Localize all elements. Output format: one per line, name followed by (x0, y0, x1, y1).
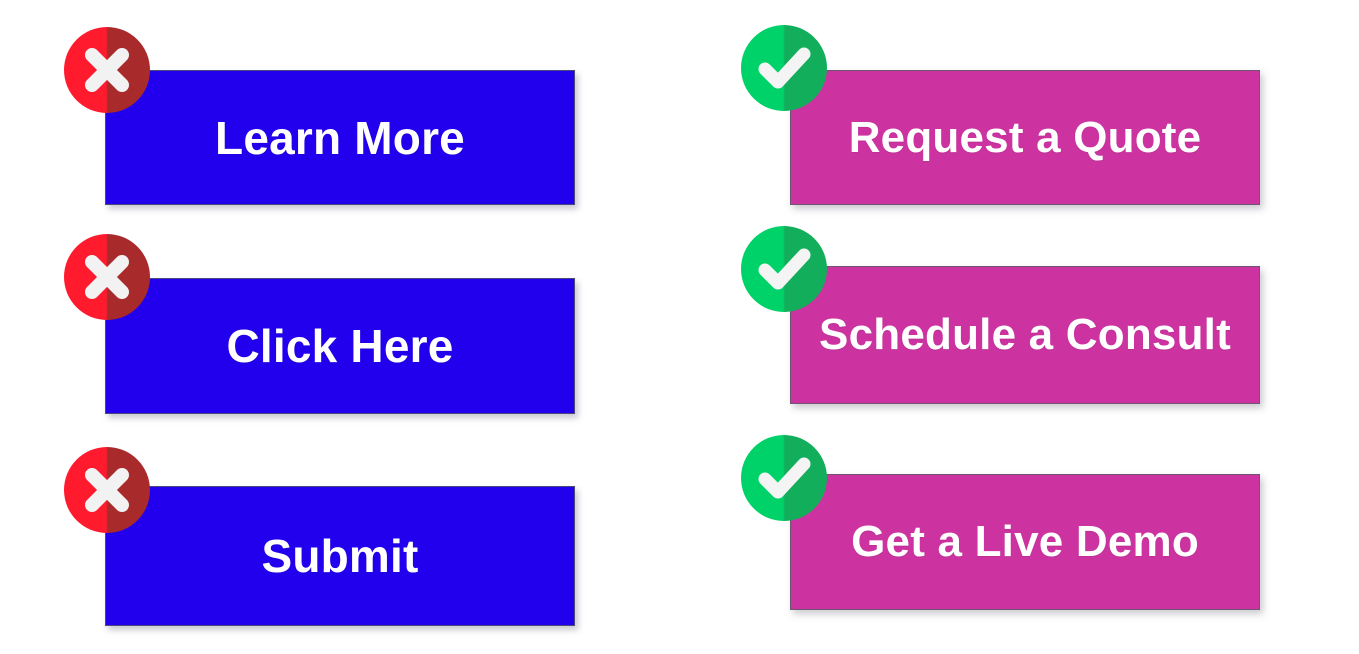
cross-circle-icon (64, 27, 150, 113)
page-title: Weak call-to-action examples (0, 21, 1, 22)
button-schedule-a-consult[interactable]: Schedule a Consult (790, 266, 1260, 404)
check-circle-icon (741, 435, 827, 521)
button-label: Schedule a Consult (819, 310, 1231, 359)
button-click-here[interactable]: Click Here (105, 278, 575, 414)
button-label: Request a Quote (848, 112, 1202, 162)
check-circle-icon (741, 226, 827, 312)
button-label: Click Here (226, 320, 454, 372)
cross-circle-icon (64, 234, 150, 320)
check-circle-icon (741, 25, 827, 111)
button-get-a-live-demo[interactable]: Get a Live Demo (790, 474, 1260, 610)
button-request-a-quote[interactable]: Request a Quote (790, 70, 1260, 205)
cross-circle-icon (64, 447, 150, 533)
button-learn-more[interactable]: Learn More (105, 70, 575, 205)
button-label: Learn More (215, 111, 465, 164)
button-label: Submit (261, 530, 419, 582)
button-label: Get a Live Demo (851, 517, 1199, 566)
button-submit[interactable]: Submit (105, 486, 575, 626)
